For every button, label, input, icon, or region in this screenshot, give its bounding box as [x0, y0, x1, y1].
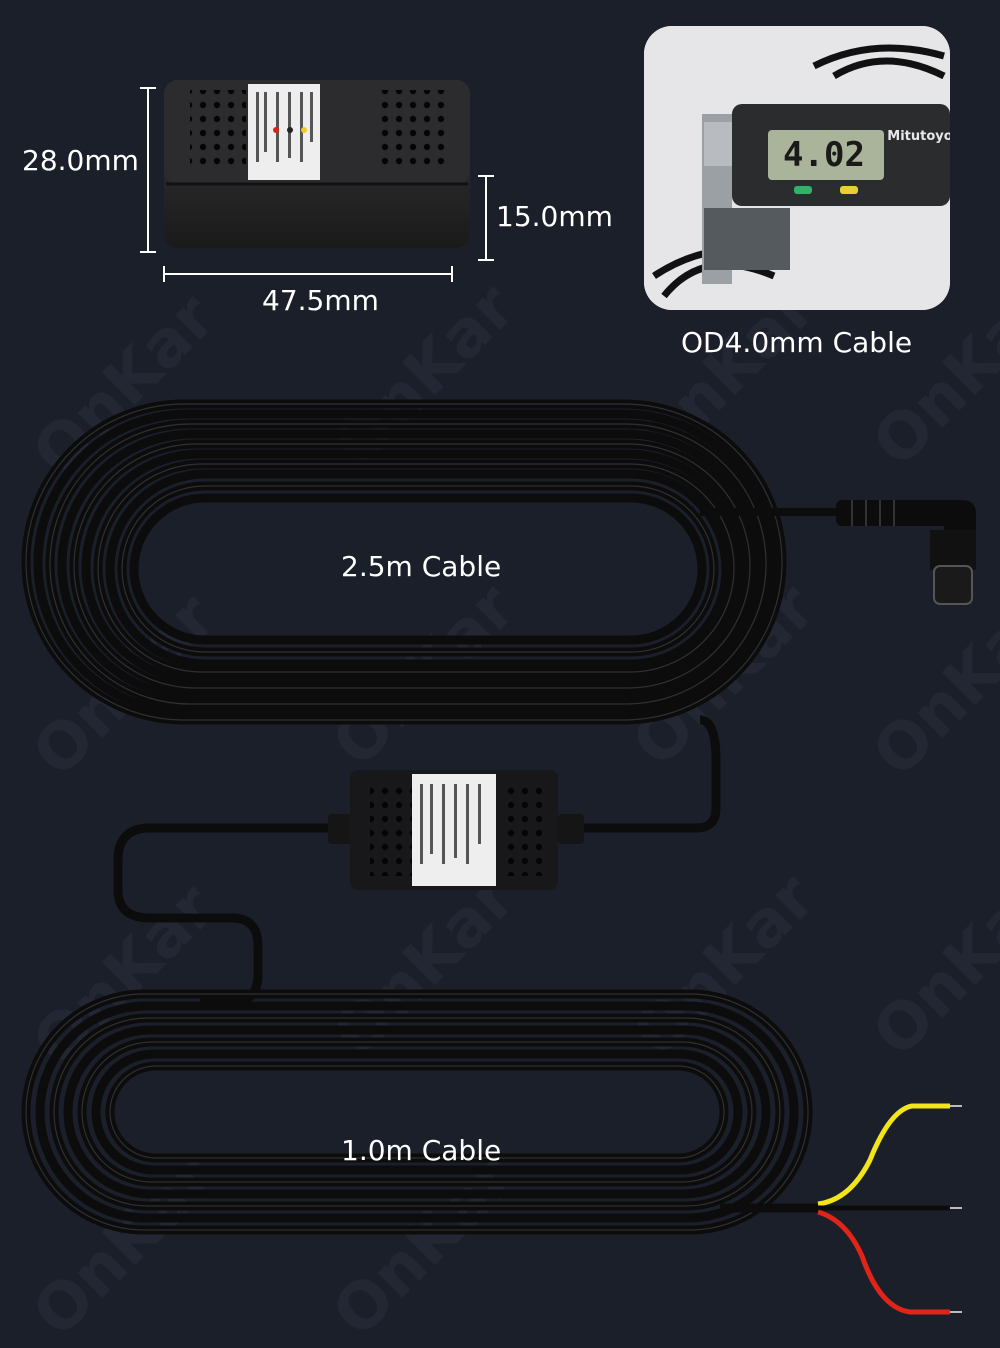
- watermark-text: OnKar: [859, 860, 1000, 1071]
- module-box-top: [164, 80, 470, 248]
- wire-ends: [720, 1103, 962, 1315]
- thickness-dimension-label: 15.0mm: [496, 200, 613, 233]
- width-dimension-label: 47.5mm: [262, 284, 379, 317]
- cable-coil-short-highlight: [25, 993, 809, 1231]
- cable-od-label: OD4.0mm Cable: [681, 326, 913, 359]
- height-dimension-label: 28.0mm: [22, 144, 139, 177]
- svg-text:4.02: 4.02: [783, 135, 865, 175]
- long-cable-label: 2.5m Cable: [341, 550, 502, 583]
- svg-text:Mitutoyo: Mitutoyo: [887, 129, 950, 144]
- module-box-middle: [328, 770, 584, 890]
- usb-c-connector: [836, 500, 976, 605]
- cable-coil-long-highlight: [25, 403, 783, 721]
- short-cable-label: 1.0m Cable: [341, 1134, 502, 1167]
- cable-coil-short: [21, 989, 813, 1235]
- caliper-photo: 4.02 Mitutoyo: [644, 26, 950, 310]
- watermark-text: OnKar: [859, 580, 1000, 791]
- dimension-lines: [140, 87, 494, 282]
